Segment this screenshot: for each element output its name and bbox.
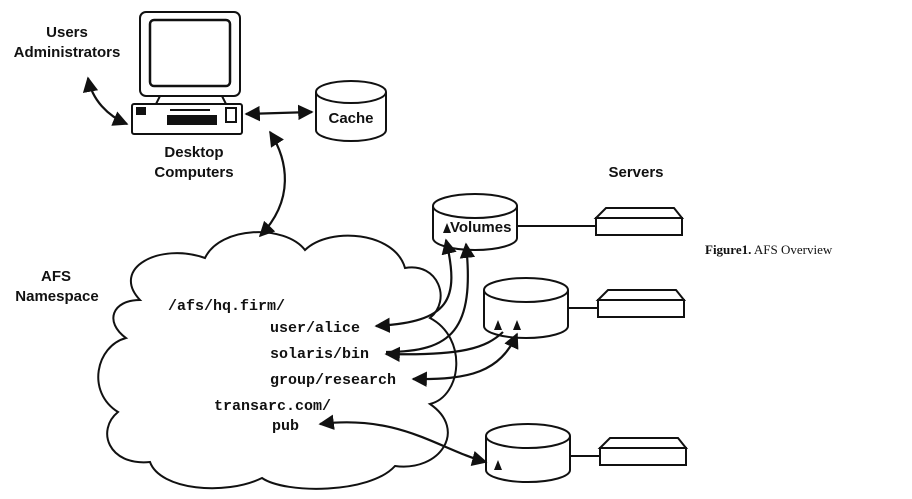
volume-marker-icons: [443, 223, 521, 470]
computers-label: Computers: [154, 164, 234, 181]
path-root: /afs/hq.firm/: [168, 298, 286, 315]
path-solaris: solaris/bin: [270, 346, 370, 363]
figure-title: AFS Overview: [753, 242, 833, 257]
path-group: group/research: [270, 372, 397, 389]
desktop-computer-icon: [131, 11, 243, 135]
administrators-label: Administrators: [13, 44, 121, 61]
volumes-label: Volumes: [450, 219, 512, 236]
afs-label: AFS: [41, 268, 71, 285]
arrows: [82, 76, 519, 466]
cache-cylinder: [315, 80, 387, 142]
server-machine-icons: [593, 207, 689, 466]
path-pub: pub: [272, 418, 300, 435]
path-user: user/alice: [270, 320, 361, 337]
servers-label: Servers: [608, 164, 664, 181]
namespace-label: Namespace: [15, 288, 99, 305]
users-label: Users: [46, 24, 88, 41]
figure-caption: Figure1. AFS Overview: [705, 242, 832, 258]
server-links: [517, 225, 600, 457]
server-cylinder-2: [483, 277, 569, 339]
cache-label: Cache: [328, 110, 374, 127]
server-cylinder-3: [485, 423, 571, 483]
path-transarc: transarc.com/: [214, 398, 332, 415]
desktop-label: Desktop: [164, 144, 224, 161]
figure-number: Figure1.: [705, 242, 752, 257]
